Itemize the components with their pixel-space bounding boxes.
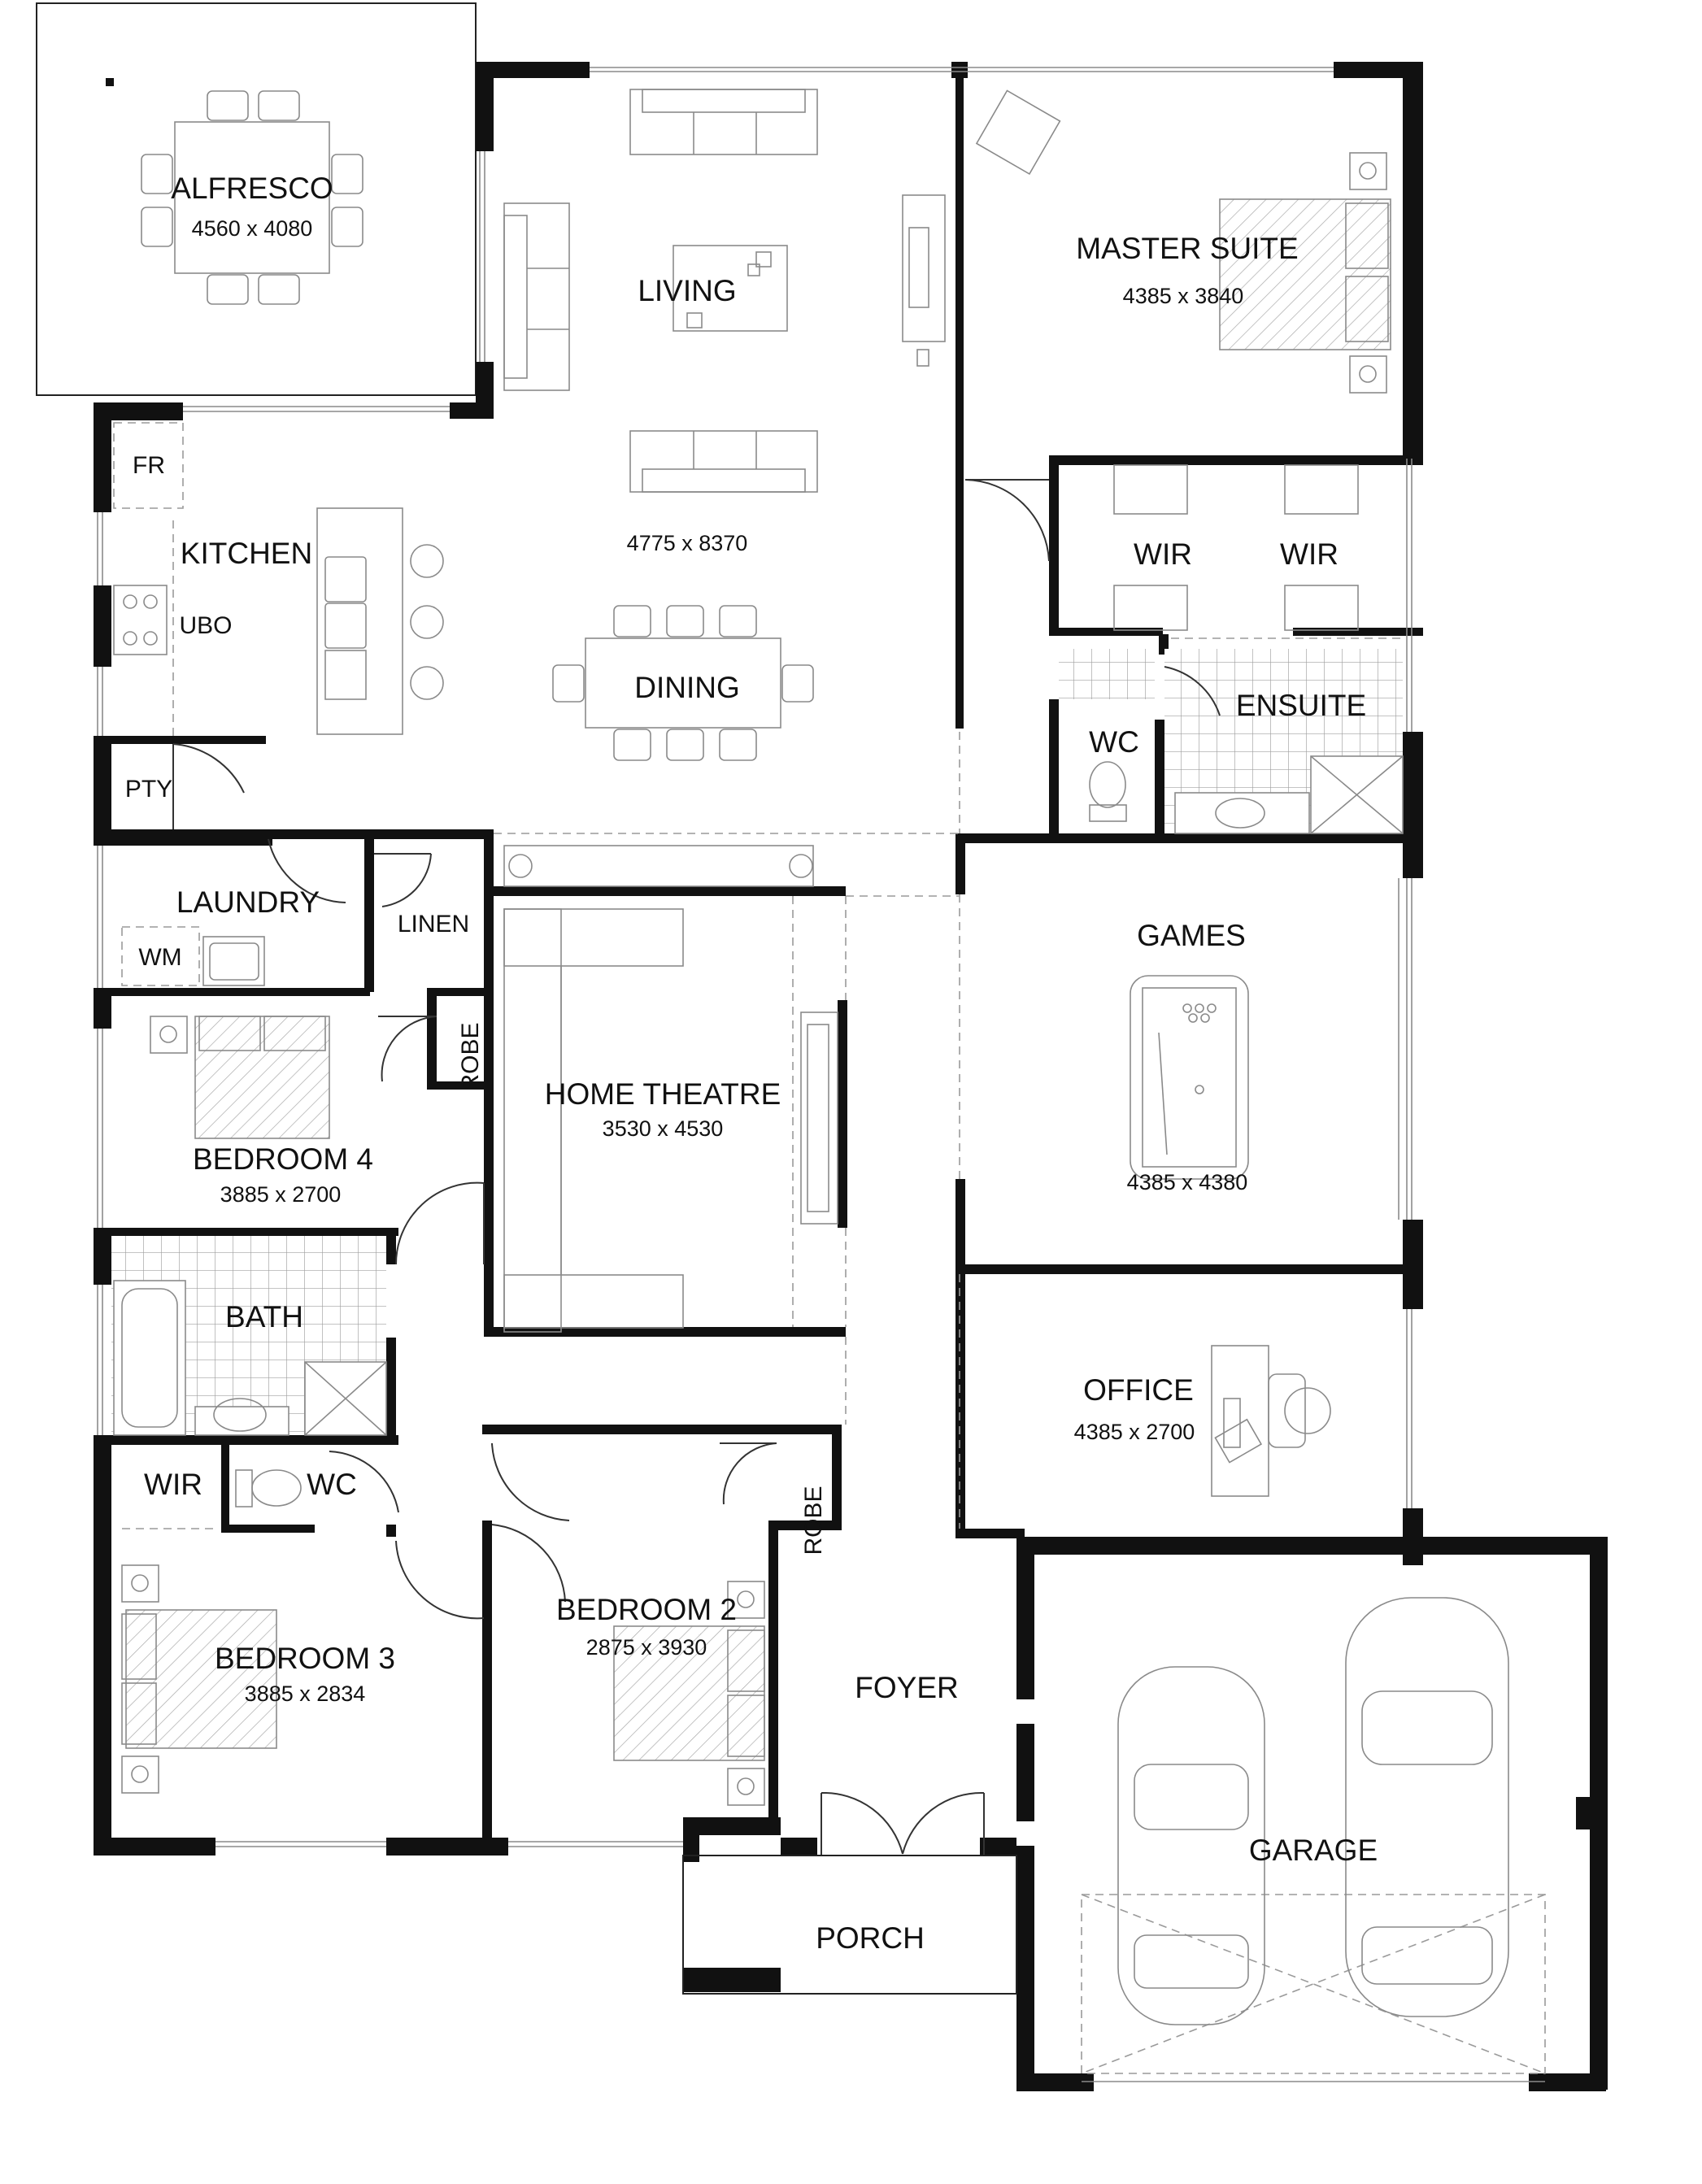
fr-label: FR xyxy=(133,452,165,479)
bed3-icon xyxy=(121,1564,277,1794)
bedroom3-dims: 3885 x 2834 xyxy=(245,1682,366,1706)
toilet-icon xyxy=(1089,761,1127,822)
robe4-label: ROBE xyxy=(457,1022,484,1091)
wc-main-label: WC xyxy=(307,1468,357,1501)
garage-area: GARAGE xyxy=(1081,1597,1546,2082)
linen-label: LINEN xyxy=(398,911,469,938)
alfresco-table-icon xyxy=(141,90,363,305)
toilet-icon xyxy=(235,1469,302,1507)
bath-label: BATH xyxy=(225,1300,303,1333)
coffee-table-icon xyxy=(673,245,788,332)
wir-left-label: WIR xyxy=(1134,537,1192,571)
office-area: OFFICE 4385 x 2700 xyxy=(1074,1345,1331,1497)
living-area: LIVING 4775 x 8370 DINING xyxy=(503,89,946,761)
ubo-label: UBO xyxy=(179,612,232,639)
open-boundaries xyxy=(172,520,1403,1529)
hall-console-icon xyxy=(503,845,814,887)
bedroom2-dims: 2875 x 3930 xyxy=(586,1635,707,1660)
bedroom4-label: BEDROOM 4 xyxy=(193,1142,373,1176)
sofa-left-icon xyxy=(503,202,570,391)
bed4-icon xyxy=(150,1016,330,1139)
porch-label: PORCH xyxy=(816,1921,925,1955)
wir-wc-area: WIR WC xyxy=(122,1451,485,1620)
home-theatre-label: HOME THEATRE xyxy=(545,1077,781,1111)
cooktop-icon xyxy=(113,585,168,655)
living-label: LIVING xyxy=(638,274,736,307)
dining-table-icon xyxy=(552,605,814,761)
robe2-label: ROBE xyxy=(800,1486,827,1555)
interior-walls xyxy=(94,78,1423,1846)
home-theatre-area: HOME THEATRE 3530 x 4530 xyxy=(503,908,838,1333)
tv-unit-icon xyxy=(902,194,946,367)
pool-table-icon xyxy=(1130,975,1249,1180)
master-bed-icon xyxy=(1219,152,1391,394)
car-left-icon xyxy=(1117,1666,1265,2025)
fridge-icon xyxy=(113,422,184,509)
kitchen-area: FR KITCHEN UBO PTY xyxy=(113,422,444,829)
ensuite-area: ENSUITE WC xyxy=(1059,649,1404,834)
kitchen-island-icon xyxy=(316,507,444,735)
bedroom3-label: BEDROOM 3 xyxy=(215,1642,395,1675)
laundry-label: LAUNDRY xyxy=(176,885,320,919)
lounge-icon xyxy=(503,908,684,1333)
windows xyxy=(97,67,1413,1847)
wir-right-label: WIR xyxy=(1280,537,1339,571)
alfresco-dims: 4560 x 4080 xyxy=(192,216,313,241)
sofa-middle-icon xyxy=(629,430,818,493)
office-dims: 4385 x 2700 xyxy=(1074,1420,1195,1444)
bedroom2-area: BEDROOM 2 2875 x 3930 ROBE xyxy=(491,1442,827,1806)
bath-area: BATH xyxy=(111,1236,387,1436)
master-suite-area: MASTER SUITE 4385 x 3840 WIR WIR xyxy=(964,89,1391,631)
laundry-area: LAUNDRY WM LINEN xyxy=(121,838,469,986)
games-dims: 4385 x 4380 xyxy=(1127,1170,1248,1194)
bed2-icon xyxy=(613,1581,765,1806)
master-suite-label: MASTER SUITE xyxy=(1076,232,1298,265)
home-theatre-dims: 3530 x 4530 xyxy=(603,1116,724,1141)
armchair-icon xyxy=(975,89,1061,176)
living-dining-dims: 4775 x 8370 xyxy=(627,531,748,555)
bedroom3-area: BEDROOM 3 3885 x 2834 xyxy=(121,1564,395,1794)
alfresco-label: ALFRESCO xyxy=(171,172,333,205)
ensuite-label: ENSUITE xyxy=(1236,689,1366,722)
office-label: OFFICE xyxy=(1083,1373,1194,1407)
desk-icon xyxy=(1211,1345,1331,1497)
alfresco-area: ALFRESCO 4560 x 4080 xyxy=(36,2,477,396)
bedroom2-label: BEDROOM 2 xyxy=(556,1593,737,1626)
sofa-top-icon xyxy=(629,89,818,155)
pty-label: PTY xyxy=(125,776,172,803)
porch-area: PORCH xyxy=(682,1855,1017,1995)
foyer-area: FOYER xyxy=(821,1671,985,1856)
foyer-label: FOYER xyxy=(855,1671,958,1704)
garage-label: GARAGE xyxy=(1249,1834,1378,1867)
bedroom4-dims: 3885 x 2700 xyxy=(220,1182,342,1207)
car-right-icon xyxy=(1345,1597,1509,2017)
exterior-walls xyxy=(94,62,1608,2091)
laundry-tub-icon xyxy=(202,936,265,986)
games-label: GAMES xyxy=(1137,919,1246,952)
bedroom4-area: BEDROOM 4 3885 x 2700 ROBE xyxy=(150,1016,485,1265)
kitchen-label: KITCHEN xyxy=(181,537,312,570)
wm-label: WM xyxy=(138,944,181,971)
wir-bed3-label: WIR xyxy=(144,1468,202,1501)
games-area: GAMES 4385 x 4380 xyxy=(1127,919,1249,1194)
master-suite-dims: 4385 x 3840 xyxy=(1123,284,1244,308)
wc-ensuite-label: WC xyxy=(1089,725,1139,759)
dining-label: DINING xyxy=(634,671,740,704)
